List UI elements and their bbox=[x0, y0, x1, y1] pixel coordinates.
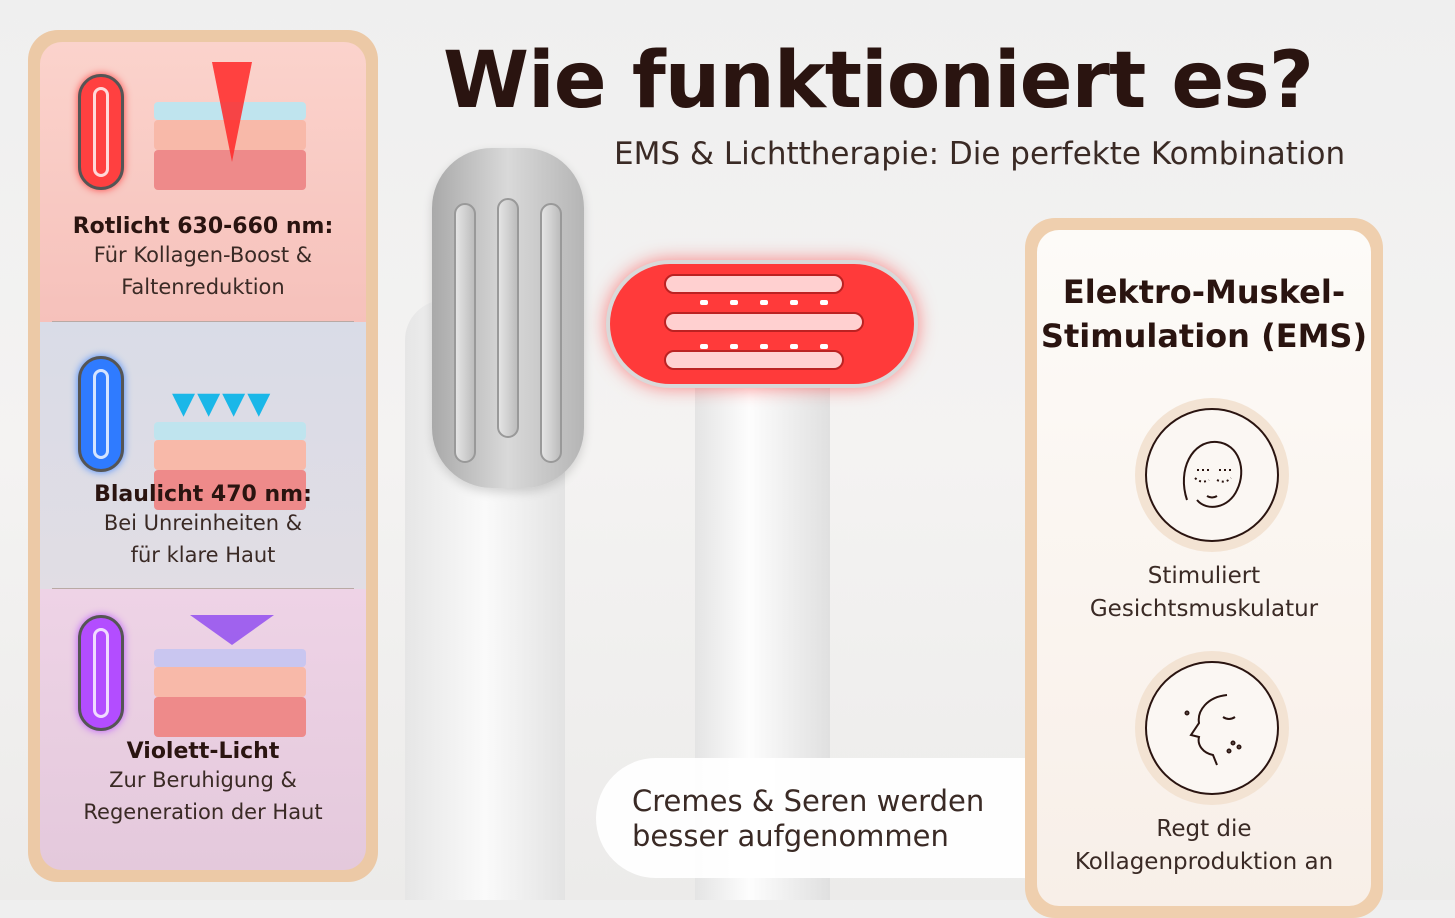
ems-heading-1: Elektro-Muskel- bbox=[1062, 273, 1346, 311]
ems-panel: Elektro-Muskel- Stimulation (EMS) Stimul… bbox=[1025, 218, 1383, 918]
callout-line-2: besser aufgenommen bbox=[632, 819, 949, 853]
light-modes-panel: Rotlicht 630-660 nm: Für Kollagen-Boost … bbox=[28, 30, 378, 882]
benefit-1-line-2: Gesichtsmuskulatur bbox=[1089, 596, 1319, 622]
red-light-desc-1: Für Kollagen-Boost & bbox=[93, 243, 313, 267]
benefit-2-line-2: Kollagenproduktion an bbox=[1074, 849, 1334, 875]
device-head-red-light bbox=[606, 260, 918, 388]
ems-heading: Elektro-Muskel- Stimulation (EMS) bbox=[1037, 270, 1371, 358]
divider bbox=[52, 588, 354, 589]
ems-heading-2: Stimulation (EMS) bbox=[1040, 317, 1368, 355]
device-head-side bbox=[432, 148, 584, 488]
benefit-1-line-1: Stimuliert bbox=[1147, 563, 1261, 589]
blue-light-desc-2: für klare Haut bbox=[130, 543, 276, 567]
blue-device-icon bbox=[78, 356, 124, 472]
red-light-desc-2: Faltenreduktion bbox=[121, 275, 285, 299]
red-light-section: Rotlicht 630-660 nm: Für Kollagen-Boost … bbox=[40, 42, 366, 322]
face-massage-icon bbox=[1135, 398, 1289, 552]
red-device-icon bbox=[78, 74, 124, 190]
page-subtitle: EMS & Lichttherapie: Die perfekte Kombin… bbox=[614, 136, 1346, 172]
violet-device-icon bbox=[78, 615, 124, 731]
violet-light-section: Violett-Licht Zur Beruhigung & Regenerat… bbox=[40, 589, 366, 870]
violet-light-title: Violett-Licht bbox=[126, 739, 280, 764]
skin-layers-violet-icon bbox=[154, 615, 306, 737]
red-light-title: Rotlicht 630-660 nm: bbox=[72, 214, 334, 239]
blue-light-title: Blaulicht 470 nm: bbox=[94, 482, 312, 507]
blue-light-section: ▼▼▼▼ Blaulicht 470 nm: Bei Unreinheiten … bbox=[40, 322, 366, 589]
callout-line-1: Cremes & Seren werden bbox=[632, 784, 985, 818]
benefit-2-line-1: Regt die bbox=[1156, 816, 1252, 842]
absorption-callout: Cremes & Seren werden besser aufgenommen bbox=[596, 758, 1036, 878]
page-title: Wie funktioniert es? bbox=[443, 36, 1314, 126]
divider bbox=[52, 321, 354, 322]
violet-light-desc-2: Regeneration der Haut bbox=[83, 800, 323, 824]
face-profile-icon bbox=[1135, 651, 1289, 805]
violet-light-desc-1: Zur Beruhigung & bbox=[109, 768, 297, 792]
skin-layers-blue-icon: ▼▼▼▼ bbox=[154, 386, 306, 510]
blue-light-desc-1: Bei Unreinheiten & bbox=[103, 511, 303, 535]
skin-layers-red-icon bbox=[154, 62, 306, 190]
